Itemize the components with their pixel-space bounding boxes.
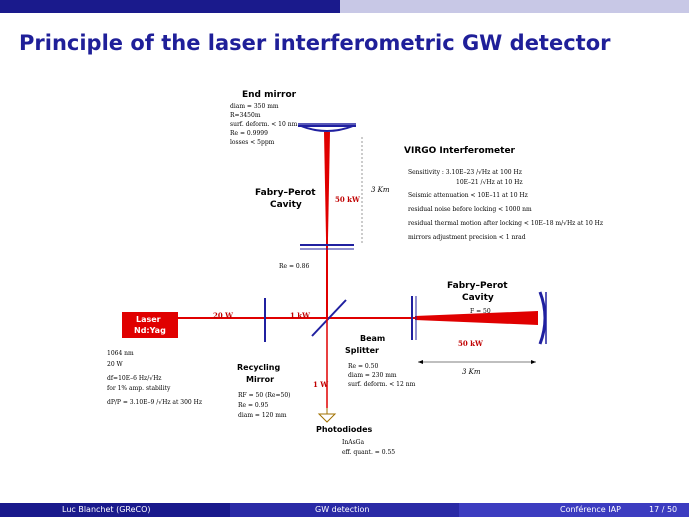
laser-box — [122, 312, 178, 338]
recycled-power: 1 kW — [290, 311, 311, 320]
laser-spec-3: for 1% amp. stability — [107, 385, 171, 392]
footer-page-number: 17 / 50 — [649, 505, 678, 514]
far-end-mirror — [538, 291, 547, 345]
virgo-title: VIRGO Interferometer — [404, 146, 515, 156]
horizontal-cavity-label-2: Cavity — [462, 293, 494, 303]
slide-footer: Luc Blanchet (GReCO) GW detection Confér… — [0, 503, 689, 517]
end-mirror-spec-3: Re = 0.9999 — [230, 130, 268, 137]
end-mirror-spec-2: surf. deform. < 10 nm — [230, 121, 298, 128]
end-mirror-label: End mirror — [242, 90, 297, 100]
laser-spec-2: df=10E–6 Hz/√Hz — [107, 375, 162, 382]
horizontal-cavity-spec: F = 50 — [470, 308, 491, 315]
photodiodes-spec-0: InAsGa — [342, 439, 365, 446]
recycling-mirror-spec-0: RF = 50 (Re=50) — [238, 392, 291, 399]
vertical-cavity-power: 50 kW — [335, 195, 360, 204]
vertical-cavity-length: 3 Km — [371, 186, 390, 194]
end-mirror-spec-1: R=3450m — [230, 112, 261, 119]
virgo-line-1: 10E–21 /√Hz at 10 Hz — [456, 179, 523, 186]
footer-author-segment: Luc Blanchet (GReCO) — [0, 503, 230, 517]
arrow-head-left — [418, 360, 423, 364]
virgo-line-4: residual thermal motion after locking < … — [408, 220, 604, 227]
virgo-line-5: mirrors adjustment precision < 1 nrad — [408, 234, 526, 241]
vertical-cavity-label-2: Cavity — [270, 200, 302, 210]
horizontal-arm-beam-thick — [415, 311, 538, 325]
footer-center-segment: GW detection — [230, 503, 459, 517]
beam-splitter-spec-0: Re = 0.50 — [348, 363, 379, 370]
end-mirror — [298, 125, 356, 132]
laser-label-2: Nd:Yag — [134, 326, 166, 335]
footer-title: GW detection — [315, 505, 370, 514]
footer-author: Luc Blanchet (GReCO) — [62, 505, 151, 514]
horizontal-cavity-power: 50 kW — [458, 339, 483, 348]
slide-title: Principle of the laser interferometric G… — [19, 31, 611, 55]
beam-splitter-spec-2: surf. deform. < 12 nm — [348, 381, 416, 388]
photodiode-icon — [317, 413, 337, 423]
laser-spec-0: 1064 nm — [107, 350, 134, 357]
virgo-line-3: residual noise before locking < 1000 nm — [408, 206, 532, 213]
beam-splitter-label-1: Beam — [360, 334, 386, 343]
recycling-mirror-label-2: Mirror — [246, 375, 275, 384]
recycling-mirror-spec-2: diam = 120 mm — [238, 412, 287, 419]
vertical-cavity-label-1: Fabry–Perot — [255, 188, 316, 198]
arrow-head-right — [531, 360, 536, 364]
laser-output-power: 20 W — [213, 311, 234, 320]
laser-spec-4: dP/P = 3.10E–9 /√Hz at 300 Hz — [107, 399, 203, 406]
footer-venue: Conférence IAP — [560, 505, 621, 514]
horizontal-cavity-length: 3 Km — [462, 368, 481, 376]
vertical-arm-beam — [324, 132, 330, 238]
top-bar-segment-left — [0, 0, 340, 13]
virgo-line-0: Sensitivity : 3.10E–23 /√Hz at 100 Hz — [408, 169, 522, 176]
end-mirror-spec-4: losses < 5ppm — [230, 139, 275, 146]
laser-spec-1: 20 W — [107, 361, 123, 368]
beam-splitter-spec-1: diam = 230 mm — [348, 372, 397, 379]
photodiode-power: 1 W — [313, 380, 329, 389]
photodiodes-label: Photodiodes — [316, 425, 373, 434]
top-navigation-bar — [0, 0, 689, 13]
beam-splitter-label-2: Splitter — [345, 346, 379, 355]
recycling-mirror-label-1: Recycling — [237, 363, 281, 372]
end-mirror-spec-0: diam = 350 mm — [230, 103, 279, 110]
vertical-input-mirror-spec: Re = 0.86 — [279, 263, 310, 270]
horizontal-cavity-label-1: Fabry–Perot — [447, 281, 508, 291]
recycling-mirror-spec-1: Re = 0.95 — [238, 402, 269, 409]
virgo-line-2: Seismic attenuation < 10E–11 at 10 Hz — [408, 192, 528, 199]
footer-right-segment: Conférence IAP 17 / 50 — [459, 503, 689, 517]
beam-splitter-mirror — [311, 299, 347, 337]
laser-label-1: Laser — [136, 315, 161, 324]
photodiodes-spec-1: eff. quant. = 0.55 — [342, 449, 396, 456]
top-bar-segment-right — [340, 0, 689, 13]
